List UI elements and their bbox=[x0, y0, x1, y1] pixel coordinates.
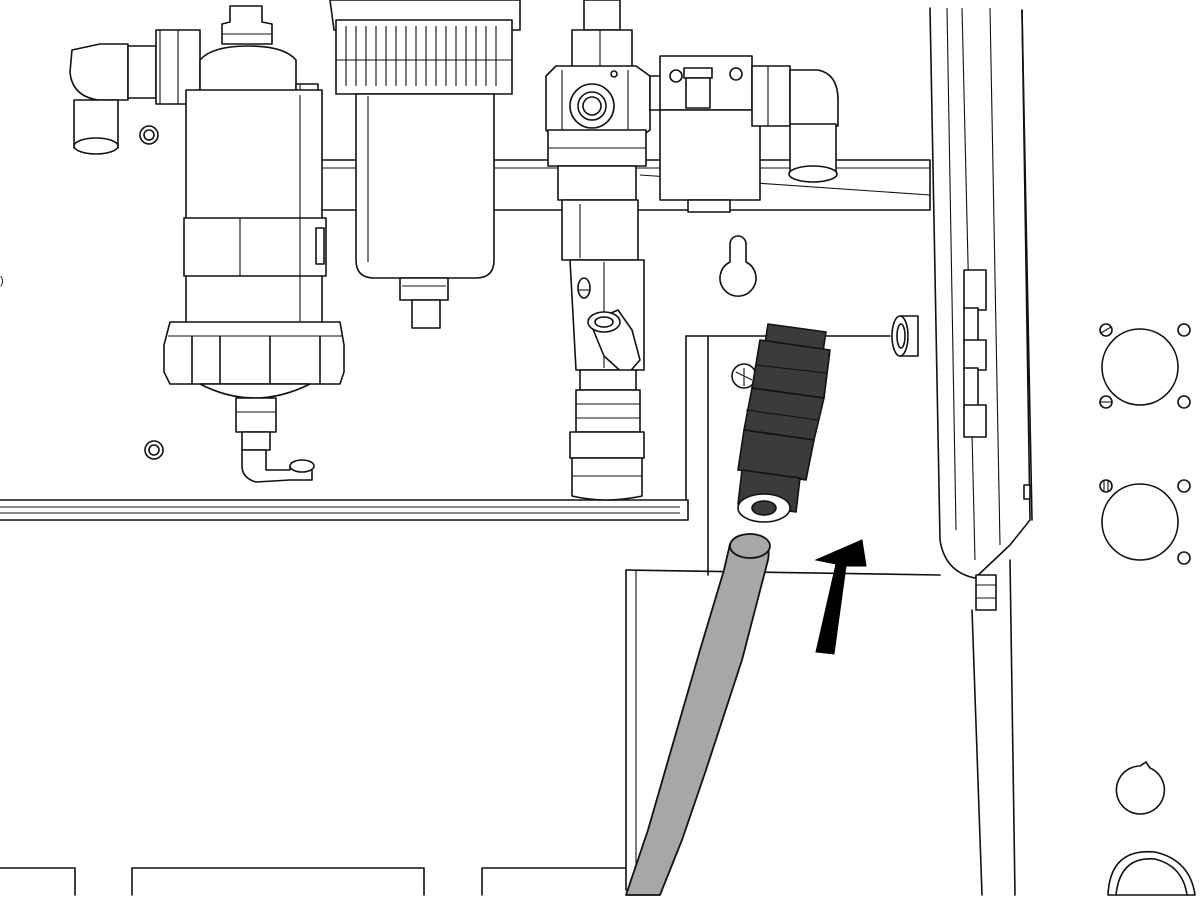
keyhole-slot-icon bbox=[719, 235, 757, 297]
up-arrow-icon bbox=[814, 539, 867, 655]
cabinet-door bbox=[929, 7, 1033, 896]
bottom-tab-2 bbox=[131, 867, 425, 896]
regulator bbox=[545, 0, 651, 501]
svg-text:): ) bbox=[0, 275, 4, 287]
solenoid-valve bbox=[649, 55, 839, 213]
plate-lower-edge bbox=[0, 499, 689, 521]
drain-elbow bbox=[241, 449, 313, 483]
filter-left bbox=[69, 5, 345, 483]
quick-coupler bbox=[571, 457, 643, 501]
filter-collar bbox=[335, 19, 513, 95]
panel-knockout bbox=[1107, 761, 1196, 896]
elbow-fitting bbox=[69, 43, 129, 101]
door-hinge bbox=[963, 269, 987, 438]
panel-connector-top bbox=[1099, 323, 1191, 409]
bottom-tab-1 bbox=[0, 867, 76, 896]
air-hose bbox=[625, 534, 770, 896]
elbow-fitting-right bbox=[789, 69, 839, 127]
filter-middle bbox=[329, 0, 521, 329]
bulkhead-fitting bbox=[731, 315, 919, 389]
mounting-hole-icon bbox=[139, 125, 164, 460]
panel-connector-bottom bbox=[1099, 479, 1191, 565]
bottom-tab-3 bbox=[481, 867, 627, 896]
push-to-connect-fitting bbox=[737, 323, 831, 523]
